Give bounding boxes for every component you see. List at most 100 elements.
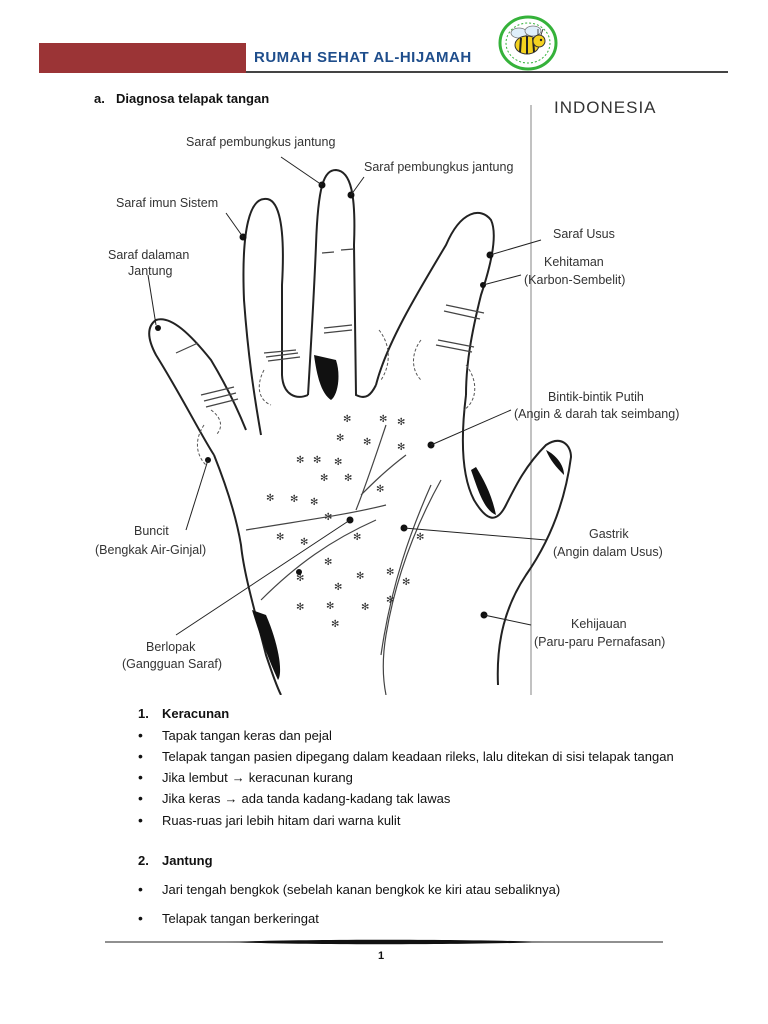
label-saraf-dalaman-1: Saraf dalaman — [108, 248, 189, 262]
list-item-text: Jari tengah bengkok (sebelah kanan bengk… — [162, 882, 561, 897]
svg-text:✻: ✻ — [300, 537, 308, 548]
label-saraf-pembungkus-2: Saraf pembungkus jantung — [364, 160, 513, 174]
bullet-dot-icon: • — [138, 748, 143, 764]
label-berlopak-1: Berlopak — [146, 640, 196, 654]
dashed-marks — [197, 329, 476, 466]
section-marker: a. — [94, 91, 105, 106]
svg-text:✻: ✻ — [402, 577, 410, 588]
svg-text:✻: ✻ — [276, 532, 284, 543]
svg-text:✻: ✻ — [313, 455, 321, 466]
svg-text:✻: ✻ — [331, 619, 339, 630]
right-arrow-icon: → — [231, 770, 245, 785]
list-item: • Tapak tangan keras dan pejal — [138, 727, 332, 743]
point-berlopak-2 — [296, 569, 302, 575]
label-buncit-2: (Bengkak Air-Ginjal) — [95, 543, 206, 557]
list-item-prefix: Jika lembut — [162, 770, 228, 785]
list-item-prefix: Jika keras — [162, 791, 221, 806]
label-buncit-1: Buncit — [134, 524, 169, 538]
svg-text:✻: ✻ — [356, 571, 364, 582]
label-kehitaman-1: Kehitaman — [544, 255, 604, 269]
svg-text:✻: ✻ — [324, 557, 332, 568]
svg-text:✻: ✻ — [320, 473, 328, 484]
list-item-text: ada tanda kadang-kadang tak lawas — [241, 791, 451, 806]
list-item-text: Telapak tangan pasien dipegang dalam kea… — [162, 749, 674, 764]
bee-logo-icon — [498, 15, 558, 71]
bullet-dot-icon: • — [138, 881, 143, 897]
svg-text:✻: ✻ — [386, 595, 394, 606]
header-rule — [246, 71, 728, 73]
label-kehijauan-1: Kehijauan — [571, 617, 627, 631]
svg-text:✻: ✻ — [296, 455, 304, 466]
label-saraf-dalaman-2: Jantung — [128, 264, 173, 278]
palm-diagnosis-diagram: INDONESIA — [95, 98, 679, 695]
dark-patches — [252, 355, 564, 680]
label-gastrik-1: Gastrik — [589, 527, 629, 541]
label-kehitaman-2: (Karbon-Sembelit) — [524, 273, 625, 287]
list1-heading: 1. Keracunan — [138, 706, 229, 721]
list-item: • Jika keras→ada tanda kadang-kadang tak … — [138, 790, 450, 806]
bullet-dot-icon: • — [138, 769, 143, 785]
bullet-dot-icon: • — [138, 910, 143, 926]
label-bintik-2: (Angin & darah tak seimbang) — [514, 407, 679, 421]
bullet-dot-icon: • — [138, 790, 143, 806]
white-spots: ✻✻✻ ✻✻✻ ✻✻✻ ✻✻✻ ✻✻✻ ✻✻✻ ✻✻✻ ✻✻✻ ✻✻✻ ✻✻✻ … — [266, 414, 424, 630]
diagram-corner-text: INDONESIA — [554, 98, 657, 117]
svg-text:✻: ✻ — [336, 433, 344, 444]
svg-text:✻: ✻ — [266, 493, 274, 504]
bullet-dot-icon: • — [138, 812, 143, 828]
label-bintik-1: Bintik-bintik Putih — [548, 390, 644, 404]
label-berlopak-2: (Gangguan Saraf) — [122, 657, 222, 671]
label-saraf-pembungkus-1: Saraf pembungkus jantung — [186, 135, 335, 149]
list-item-text: Ruas-ruas jari lebih hitam dari warna ku… — [162, 813, 401, 828]
list-item: • Jari tengah bengkok (sebelah kanan beng… — [138, 881, 560, 897]
list1-number: 1. — [138, 706, 149, 721]
section-title-text: Diagnosa telapak tangan — [116, 91, 270, 106]
bullet-dot-icon: • — [138, 727, 143, 743]
list-item: • Ruas-ruas jari lebih hitam dari warna k… — [138, 812, 400, 828]
list2-heading: 2. Jantung — [138, 853, 213, 868]
point-saraf-dalaman — [155, 325, 161, 331]
leader-lines — [147, 156, 547, 636]
page-number: 1 — [378, 950, 385, 962]
svg-text:✻: ✻ — [296, 573, 304, 584]
svg-text:✻: ✻ — [290, 494, 298, 505]
hand-outline — [148, 168, 573, 695]
label-kehijauan-2: (Paru-paru Pernafasan) — [534, 635, 665, 649]
header-bar — [39, 43, 246, 73]
list2-number: 2. — [138, 853, 149, 868]
svg-text:✻: ✻ — [416, 532, 424, 543]
svg-text:✻: ✻ — [334, 582, 342, 593]
svg-text:✻: ✻ — [326, 601, 334, 612]
svg-text:✻: ✻ — [344, 473, 352, 484]
list2-heading-text: Jantung — [162, 853, 213, 868]
svg-text:✻: ✻ — [376, 484, 384, 495]
svg-text:✻: ✻ — [386, 567, 394, 578]
header-title: RUMAH SEHAT AL-HIJAMAH — [254, 49, 472, 66]
list-item-text: keracunan kurang — [248, 770, 353, 785]
svg-text:✻: ✻ — [334, 457, 342, 468]
list1-heading-text: Keracunan — [162, 706, 230, 721]
svg-text:✻: ✻ — [353, 532, 361, 543]
svg-text:✻: ✻ — [343, 414, 351, 425]
list-item: • Telapak tangan pasien dipegang dalam ke… — [138, 748, 674, 764]
svg-text:✻: ✻ — [397, 442, 405, 453]
label-gastrik-2: (Angin dalam Usus) — [553, 545, 663, 559]
label-saraf-imun: Saraf imun Sistem — [116, 196, 218, 210]
list-item-text: Tapak tangan keras dan pejal — [162, 728, 332, 743]
palm-creases — [175, 248, 485, 695]
svg-text:✻: ✻ — [397, 417, 405, 428]
svg-text:✻: ✻ — [379, 414, 387, 425]
svg-text:✻: ✻ — [361, 602, 369, 613]
svg-text:✻: ✻ — [363, 437, 371, 448]
list-item-text: Telapak tangan berkeringat — [162, 911, 319, 926]
label-saraf-usus: Saraf Usus — [553, 227, 615, 241]
right-arrow-icon: → — [224, 791, 238, 806]
footer-rule — [105, 939, 663, 945]
svg-text:✻: ✻ — [296, 602, 304, 613]
svg-text:✻: ✻ — [310, 497, 318, 508]
list-item: • Telapak tangan berkeringat — [138, 910, 319, 926]
diagram-labels: Saraf pembungkus jantung Saraf pembungku… — [95, 135, 679, 671]
section-title: a. Diagnosa telapak tangan — [94, 91, 269, 106]
list-item: • Jika lembut→keracunan kurang — [138, 769, 353, 785]
svg-text:✻: ✻ — [324, 512, 332, 523]
